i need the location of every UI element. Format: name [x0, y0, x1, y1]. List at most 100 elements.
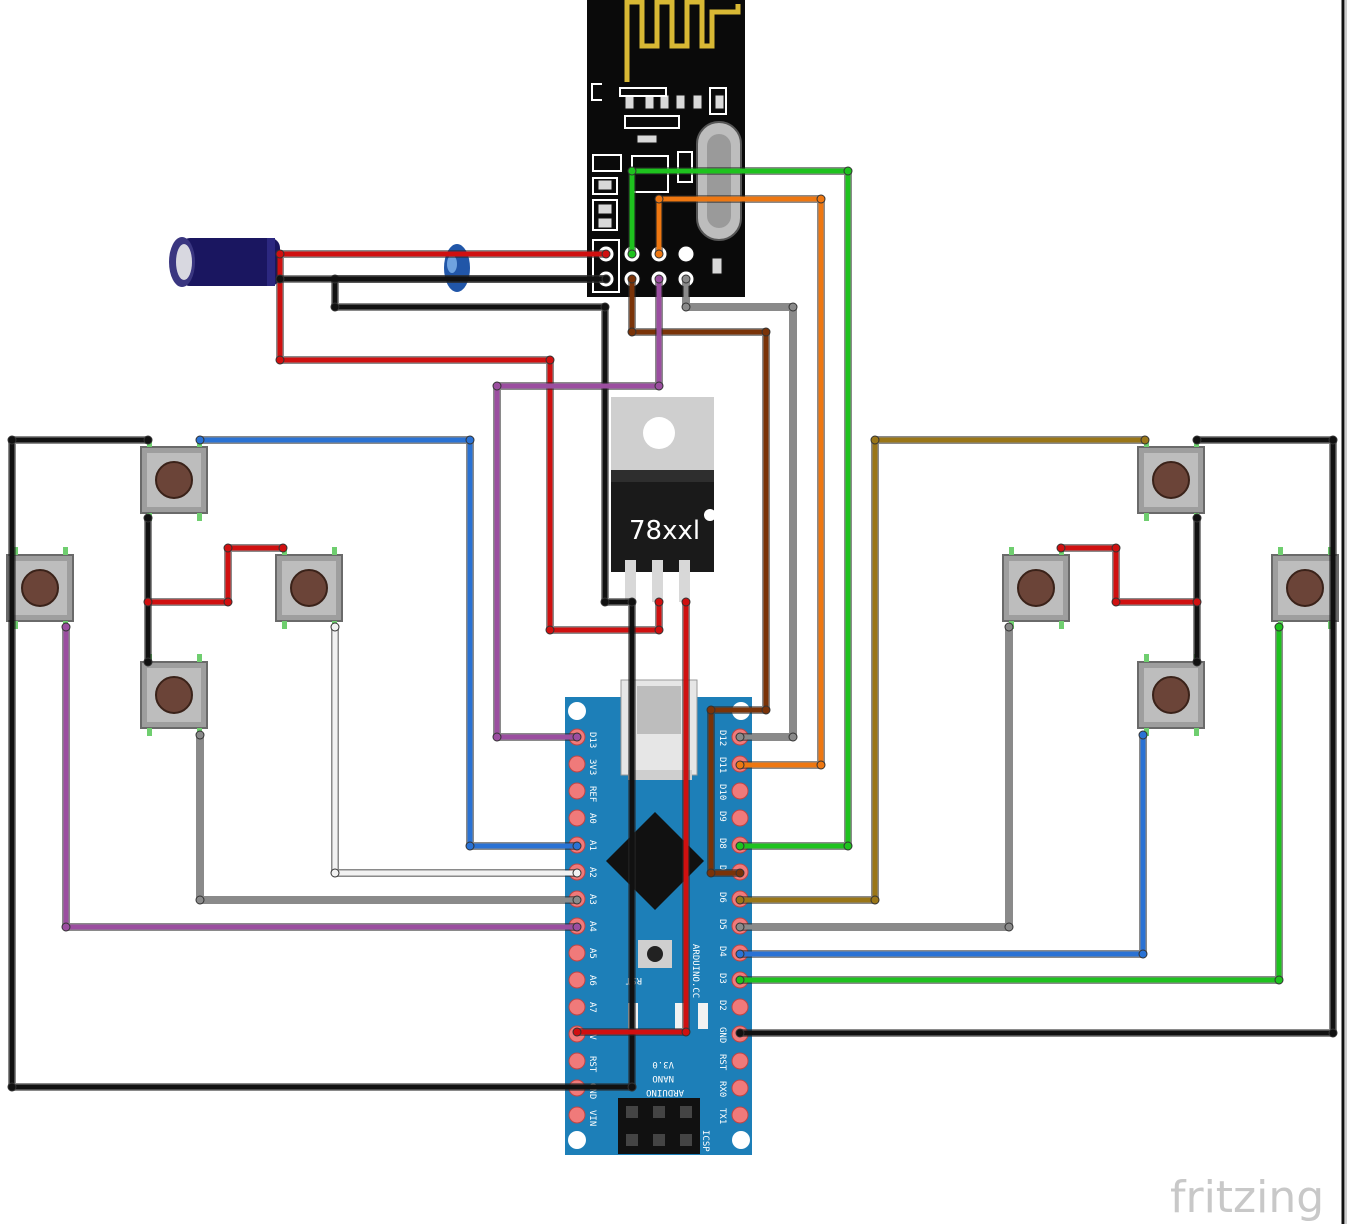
- wire-bend-point: [706, 705, 716, 715]
- push-button[interactable]: [1271, 547, 1339, 629]
- nano-pin[interactable]: [568, 809, 586, 827]
- wire-bend-point: [843, 166, 853, 176]
- wire-bend-point: [143, 435, 153, 445]
- wire-outline: [8, 436, 636, 1091]
- wire-bend-point: [572, 895, 582, 905]
- wire-bend-point: [143, 513, 153, 523]
- nano-pin[interactable]: [731, 1106, 749, 1124]
- regulator-label: 78xxl: [629, 516, 700, 546]
- wire-bend-point: [681, 274, 691, 284]
- nano-pin[interactable]: [731, 782, 749, 800]
- nano-pin-label: D11: [717, 757, 727, 773]
- nano-pin[interactable]: [731, 1079, 749, 1097]
- nano-pin[interactable]: [731, 809, 749, 827]
- nano-pin[interactable]: [568, 944, 586, 962]
- push-button[interactable]: [140, 439, 208, 521]
- wire-bend-point: [7, 1082, 17, 1092]
- push-button[interactable]: [1137, 654, 1205, 736]
- wire-bend-point: [572, 1027, 582, 1037]
- wire-white: [332, 624, 580, 876]
- push-button[interactable]: [1137, 439, 1205, 521]
- wire-bend-point: [627, 597, 637, 607]
- wire-bend-point: [627, 327, 637, 337]
- wire-bend-point: [600, 302, 610, 312]
- wire-bend-point: [735, 975, 745, 985]
- wire-bend-point: [275, 249, 285, 259]
- wire-bend-point: [735, 760, 745, 770]
- nrf24-module: [587, 0, 745, 297]
- wire-bend-point: [195, 435, 205, 445]
- voltage-regulator: 78xxl: [611, 397, 716, 602]
- nano-pin[interactable]: [568, 998, 586, 1016]
- wire-bend-point: [1274, 975, 1284, 985]
- nano-pin[interactable]: [568, 971, 586, 989]
- wire-bend-point: [223, 597, 233, 607]
- nano-pin-label: VIN: [587, 1110, 597, 1126]
- wire-bend-point: [1138, 949, 1148, 959]
- fritzing-watermark: fritzing: [1170, 1172, 1324, 1223]
- wire-bend-point: [816, 760, 826, 770]
- nano-pin-label: A7: [587, 1002, 597, 1013]
- nano-pin-label: D3: [717, 973, 727, 984]
- wire-bend-point: [7, 435, 17, 445]
- wire-bend-point: [870, 895, 880, 905]
- nano-pin[interactable]: [731, 998, 749, 1016]
- wire-bend-point: [61, 922, 71, 932]
- nano-pin-label: TX1: [717, 1108, 727, 1124]
- nano-pin[interactable]: [731, 1052, 749, 1070]
- wire-red: [145, 545, 286, 605]
- wire-bend-point: [465, 841, 475, 851]
- wire-bend-point: [788, 302, 798, 312]
- nano-board-line2: NANO: [652, 1073, 674, 1083]
- wire-bend-point: [761, 705, 771, 715]
- nano-pin-label: D8: [717, 838, 727, 849]
- nano-pin[interactable]: [568, 755, 586, 773]
- wire-bend-point: [654, 274, 664, 284]
- wire-bend-point: [735, 841, 745, 851]
- nano-pin-label: A5: [587, 948, 597, 959]
- nano-pin-label: D4: [717, 946, 727, 957]
- wire-bend-point: [681, 597, 691, 607]
- wire-bend-point: [330, 302, 340, 312]
- wire-blue: [197, 437, 580, 849]
- wire-bend-point: [627, 1082, 637, 1092]
- wire-bend-point: [278, 543, 288, 553]
- nano-pin-label: D5: [717, 919, 727, 930]
- wire-bend-point: [735, 922, 745, 932]
- wire-bend-point: [1192, 597, 1202, 607]
- wire-outline: [1057, 544, 1201, 606]
- wire-black: [737, 437, 1336, 1036]
- push-button[interactable]: [275, 547, 343, 629]
- wire-bend-point: [870, 435, 880, 445]
- nano-pin-label: GND: [717, 1027, 727, 1043]
- wire-bend-point: [681, 302, 691, 312]
- wire-bend-point: [706, 868, 716, 878]
- wire-bend-point: [627, 166, 637, 176]
- wire-bend-point: [1328, 435, 1338, 445]
- nano-pin-label: A3: [587, 894, 597, 905]
- wire-bend-point: [627, 274, 637, 284]
- wire-bend-point: [1274, 622, 1284, 632]
- push-button[interactable]: [1002, 547, 1070, 629]
- nano-pin[interactable]: [568, 782, 586, 800]
- wire-bend-point: [654, 249, 664, 259]
- wire-bend-point: [1192, 435, 1202, 445]
- nano-pin-label: REF: [587, 786, 597, 802]
- push-button[interactable]: [140, 654, 208, 736]
- wire-bend-point: [601, 274, 611, 284]
- wire-bend-point: [1328, 1028, 1338, 1038]
- nano-pin[interactable]: [568, 1052, 586, 1070]
- wire-bend-point: [195, 895, 205, 905]
- wire-bend-point: [1138, 730, 1148, 740]
- nano-pin-label: A0: [587, 813, 597, 824]
- nano-pin-label: A2: [587, 867, 597, 878]
- nano-pin[interactable]: [568, 1106, 586, 1124]
- wire-olive: [737, 437, 1148, 903]
- push-button[interactable]: [6, 547, 74, 629]
- nano-pin-label: D9: [717, 811, 727, 822]
- wire-bend-point: [761, 327, 771, 337]
- wire-bend-point: [572, 868, 582, 878]
- nano-pin-label: D6: [717, 892, 727, 903]
- wire-bend-point: [545, 355, 555, 365]
